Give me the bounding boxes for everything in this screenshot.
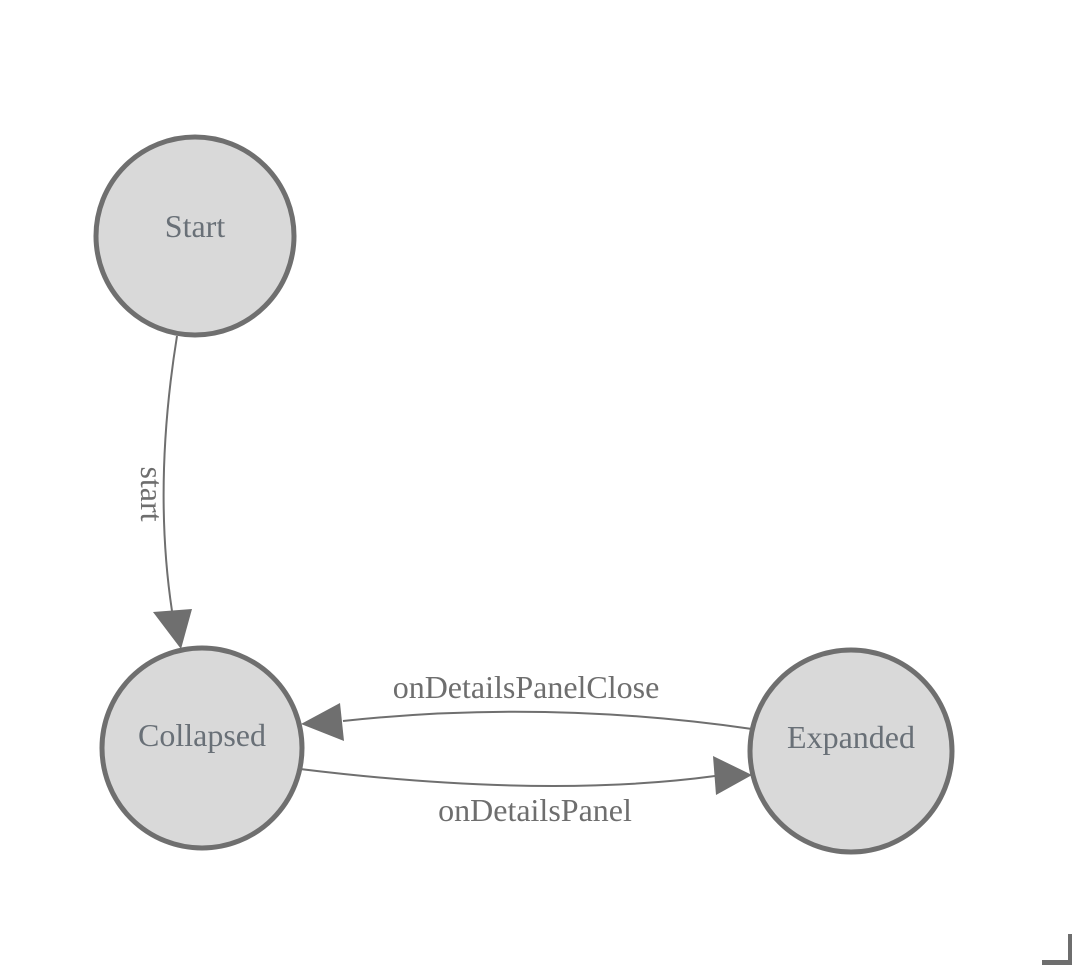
transition-start-to-collapsed[interactable]: start (134, 335, 192, 649)
corner-mark-horizontal (1042, 960, 1072, 965)
arrowhead-down-icon (153, 609, 192, 649)
transition-collapsed-to-expanded[interactable]: onDetailsPanel (299, 756, 752, 828)
state-circle (99, 645, 305, 851)
state-circle (93, 134, 297, 338)
corner-mark-vertical (1068, 934, 1072, 965)
state-node-expanded[interactable]: Expanded (747, 647, 955, 855)
transition-expanded-to-collapsed[interactable]: onDetailsPanelClose (301, 669, 753, 741)
state-circle (747, 647, 955, 855)
state-label: Start (165, 208, 226, 244)
transition-path (162, 335, 178, 612)
canvas-corner-mark (1042, 934, 1072, 965)
state-node-start[interactable]: Start (93, 134, 297, 338)
state-label: Collapsed (138, 717, 266, 753)
state-node-collapsed[interactable]: Collapsed (99, 645, 305, 851)
arrowhead-left-icon (301, 703, 344, 741)
transition-path (342, 710, 753, 730)
transition-label: start (134, 466, 170, 521)
transition-label: onDetailsPanel (438, 792, 632, 828)
state-label: Expanded (787, 719, 915, 755)
transition-label: onDetailsPanelClose (393, 669, 660, 705)
transition-path (299, 768, 716, 787)
arrowhead-right-icon (713, 756, 752, 795)
